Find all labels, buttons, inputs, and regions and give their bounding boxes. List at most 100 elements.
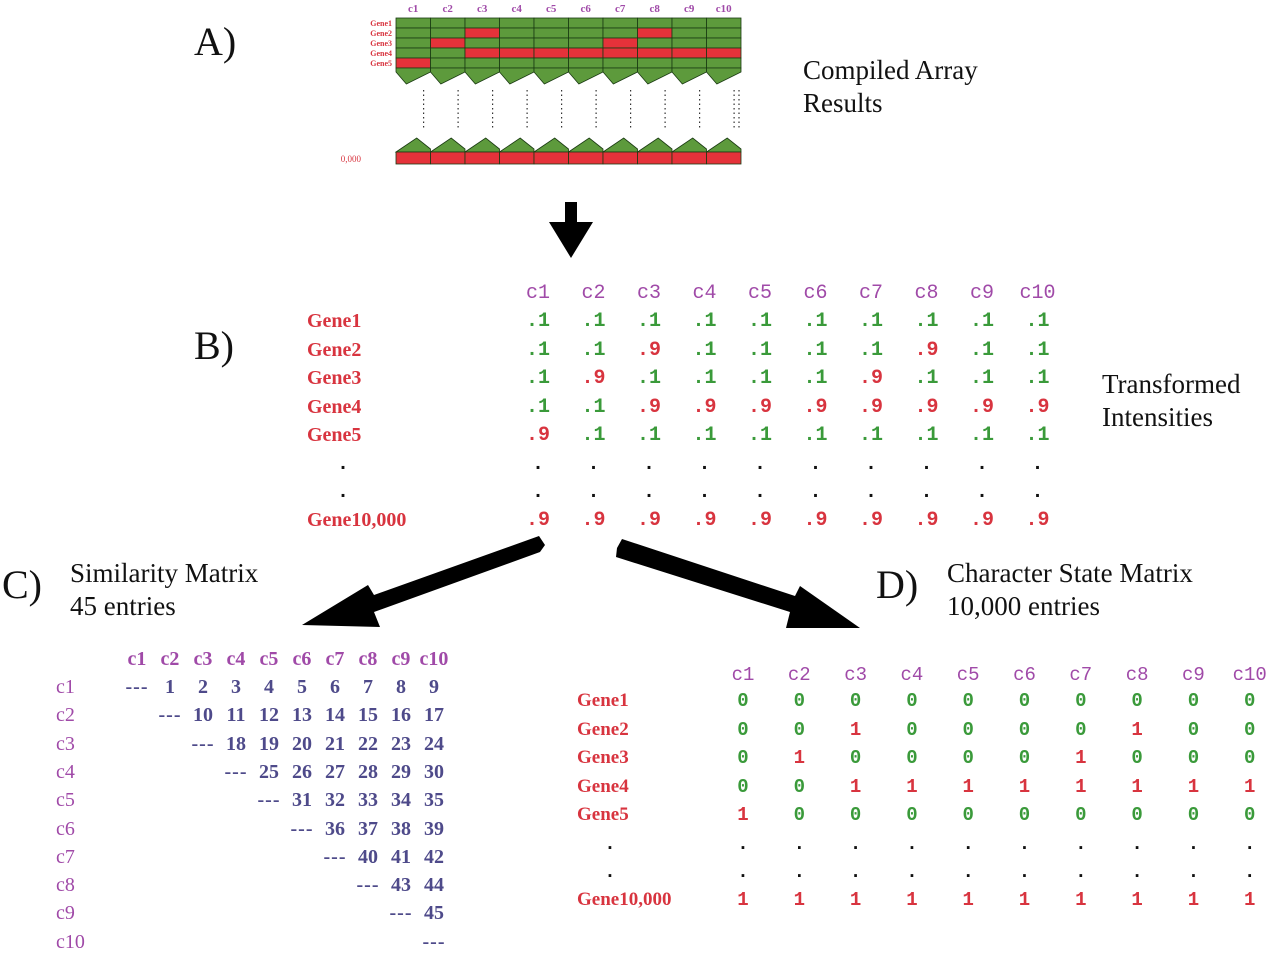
matrix-cell: .1 xyxy=(1025,338,1050,362)
matrix-cell: .1 xyxy=(692,367,717,390)
similarity-value: 31 xyxy=(292,789,312,812)
ellipsis-dot: . xyxy=(531,452,544,476)
panel-a-caption-line1: Compiled Array xyxy=(803,55,978,85)
similarity-value: 36 xyxy=(325,817,345,840)
similarity-col-header: c8 xyxy=(358,648,378,670)
similarity-value: 17 xyxy=(424,704,444,727)
ellipsis-dot: . xyxy=(1187,832,1200,855)
similarity-diag: --- xyxy=(356,874,380,897)
matrix-cell: 1 xyxy=(1075,747,1087,769)
matrix-cell: .1 xyxy=(692,310,717,333)
ellipsis-dot: . xyxy=(336,480,349,504)
column-header: c7 xyxy=(1069,664,1093,686)
array-last-gene-label: Gene10,000 xyxy=(340,154,361,164)
arrow-to-d-icon xyxy=(616,539,860,628)
ellipsis-dot: . xyxy=(809,452,822,476)
ellipsis-dot: . xyxy=(975,452,988,476)
panel-c-caption: Similarity Matrix 45 entries xyxy=(70,557,258,623)
matrix-cell-last: 1 xyxy=(1018,888,1031,911)
matrix-cell: .1 xyxy=(636,367,661,390)
matrix-cell: .9 xyxy=(1025,395,1050,419)
arrow-to-c-icon xyxy=(302,536,545,627)
gene-label: Gene3 xyxy=(577,747,629,768)
matrix-cell: 0 xyxy=(1243,804,1256,826)
matrix-cell: 0 xyxy=(906,718,918,741)
array-cell-last xyxy=(706,151,742,165)
array-zigzag-top xyxy=(533,67,569,85)
matrix-cell: .1 xyxy=(803,424,828,447)
similarity-value: 1 xyxy=(165,676,175,698)
matrix-cell: 0 xyxy=(1075,690,1087,712)
matrix-cell: 0 xyxy=(1018,747,1031,769)
similarity-value: 3 xyxy=(231,676,241,698)
matrix-cell: 0 xyxy=(1243,690,1256,712)
similarity-diag: --- xyxy=(422,930,446,953)
similarity-row-label: c7 xyxy=(56,845,75,868)
matrix-cell: .9 xyxy=(692,395,717,419)
matrix-cell: 0 xyxy=(1018,690,1031,712)
matrix-cell: .1 xyxy=(914,367,939,390)
array-zigzag-top xyxy=(706,67,742,85)
similarity-value: 10 xyxy=(193,704,213,727)
matrix-cell: .1 xyxy=(969,338,994,362)
similarity-value: 35 xyxy=(424,789,444,812)
matrix-cell: .1 xyxy=(1025,310,1050,333)
array-col-label: c9 xyxy=(684,3,695,15)
matrix-cell: 1 xyxy=(1075,775,1087,798)
similarity-row-label: c1 xyxy=(56,676,75,698)
matrix-cell-last: 1 xyxy=(962,888,974,911)
similarity-value: 29 xyxy=(391,760,411,783)
matrix-cell: .1 xyxy=(636,310,661,333)
similarity-value: 9 xyxy=(429,676,439,698)
panel-a-caption-line2: Results xyxy=(803,88,883,118)
array-zigzag-top xyxy=(568,67,604,85)
similarity-value: 12 xyxy=(259,704,279,727)
matrix-cell: 0 xyxy=(849,804,862,826)
matrix-cell: 0 xyxy=(1187,718,1200,741)
array-col-label: c7 xyxy=(615,3,626,15)
similarity-value: 16 xyxy=(391,704,411,727)
matrix-cell-last: .9 xyxy=(1025,508,1050,532)
ellipsis-dot: . xyxy=(642,452,655,476)
matrix-cell: .1 xyxy=(803,310,828,333)
column-header: c6 xyxy=(1013,664,1036,686)
similarity-value: 37 xyxy=(358,817,378,840)
column-header: c8 xyxy=(1125,664,1149,686)
ellipsis-dot: . xyxy=(587,480,600,504)
matrix-cell: 0 xyxy=(793,718,805,741)
panel-c-letter: C) xyxy=(2,562,42,607)
matrix-cell: .9 xyxy=(858,367,883,390)
similarity-value: 44 xyxy=(424,874,444,897)
matrix-cell-last: 1 xyxy=(849,888,862,911)
column-header: c2 xyxy=(787,664,811,686)
ellipsis-dot: . xyxy=(737,860,749,883)
gene-label: Gene2 xyxy=(307,338,362,361)
matrix-cell: .1 xyxy=(747,338,772,362)
column-header: c10 xyxy=(1019,282,1056,305)
gene-label: Gene5 xyxy=(577,804,629,825)
column-header: c4 xyxy=(692,282,717,305)
similarity-value: 39 xyxy=(424,817,444,840)
matrix-cell: 0 xyxy=(737,718,749,741)
matrix-cell: .1 xyxy=(803,338,828,362)
similarity-diag: --- xyxy=(257,789,281,812)
similarity-value: 33 xyxy=(358,789,378,812)
gene-label: Gene2 xyxy=(577,718,629,740)
matrix-cell: .9 xyxy=(858,395,883,419)
matrix-cell-last: 1 xyxy=(737,888,749,911)
similarity-row-label: c5 xyxy=(56,789,75,812)
matrix-cell-last: .9 xyxy=(803,508,828,532)
matrix-cell-last: 1 xyxy=(1075,888,1087,911)
matrix-cell: 0 xyxy=(1131,747,1143,769)
gene-label: Gene4 xyxy=(307,395,362,418)
ellipsis-dot: . xyxy=(920,480,933,504)
similarity-row-label: c6 xyxy=(56,817,75,840)
ellipsis-dot: . xyxy=(604,860,616,883)
matrix-cell: 0 xyxy=(849,747,862,769)
matrix-cell: .1 xyxy=(525,310,550,333)
down-arrow-icon xyxy=(549,202,593,258)
matrix-cell: .1 xyxy=(1025,424,1050,447)
matrix-cell: .1 xyxy=(1025,367,1050,390)
matrix-cell: 1 xyxy=(1131,718,1143,741)
matrix-cell: 0 xyxy=(1187,804,1200,826)
